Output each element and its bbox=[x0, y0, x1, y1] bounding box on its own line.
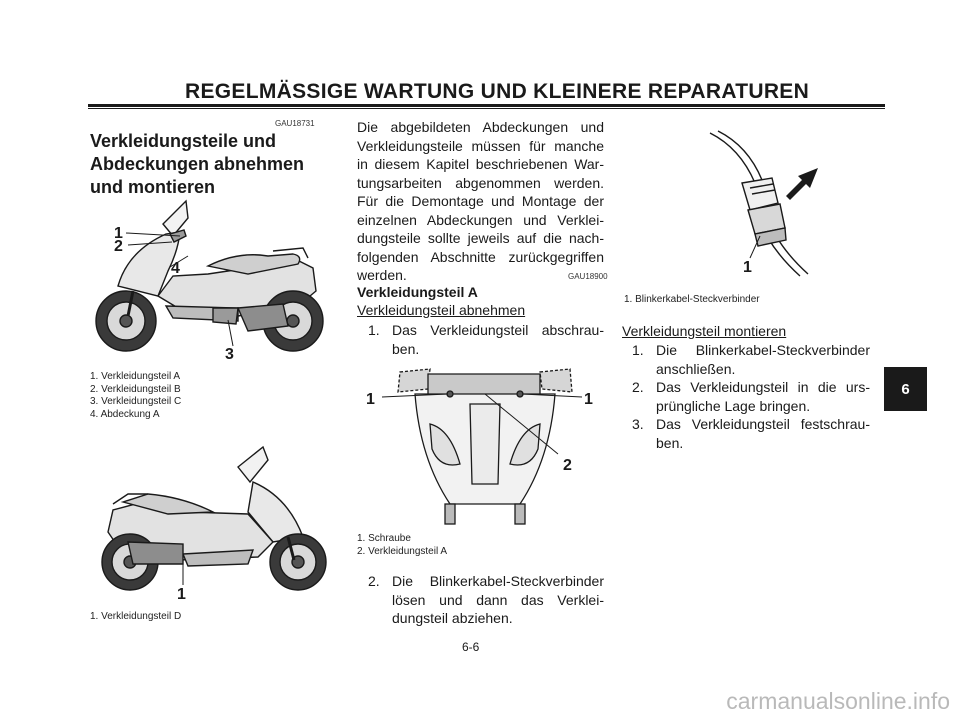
step-text: Das Verkleidungsteil in die urs-prünglic… bbox=[656, 379, 870, 414]
header-rule-thin bbox=[88, 108, 885, 109]
intro-paragraph: Die abgebildeten Abdeckungen und Verklei… bbox=[357, 119, 604, 283]
figure1-caption: 1. Verkleidungsteil A 2. Verkleidungstei… bbox=[90, 371, 181, 421]
remove-steps-1: 1. Das Verkleidungsteil abschrau-ben. bbox=[368, 321, 604, 358]
figure1-label: 1 bbox=[114, 225, 123, 242]
figure1-label: 3 bbox=[225, 346, 234, 363]
step-text: Die Blinkerkabel-Steckverbinder anschlie… bbox=[656, 342, 870, 377]
install-steps: 1. Die Blinkerkabel-Steckverbinder ansch… bbox=[632, 341, 870, 452]
front-fairing-figure: 1 1 2 bbox=[366, 368, 593, 525]
section-title-line: Abdeckungen abnehmen bbox=[90, 154, 305, 174]
caption-line: 2. Verkleidungsteil B bbox=[90, 383, 181, 395]
caption-line: 1. Schraube bbox=[357, 533, 411, 544]
section-title-line: und montieren bbox=[90, 177, 215, 197]
reference-code: GAU18900 bbox=[568, 272, 608, 281]
step-text: Die Blinkerkabel-Steckverbinder lösen un… bbox=[392, 573, 604, 626]
figure1-label: 4 bbox=[171, 260, 180, 277]
figure2-label: 1 bbox=[177, 586, 186, 603]
figure1-label: 2 bbox=[114, 238, 123, 255]
figure3-label: 1 bbox=[584, 391, 593, 408]
figure3-label: 2 bbox=[563, 457, 572, 474]
step-number: 2. bbox=[632, 379, 644, 395]
step-text: Das Verkleidungsteil festschrau-ben. bbox=[656, 416, 870, 451]
caption-line: 1. Verkleidungsteil D bbox=[90, 611, 182, 622]
caption-line: 3. Verkleidungsteil C bbox=[90, 396, 182, 407]
figure3-label: 1 bbox=[366, 391, 375, 408]
step-text: Das Verkleidungsteil abschrau-ben. bbox=[392, 322, 604, 357]
remove-steps-2: 2. Die Blinkerkabel-Steckverbinder lösen… bbox=[368, 572, 604, 628]
step-number: 1. bbox=[632, 342, 644, 358]
reference-code: GAU18731 bbox=[275, 119, 315, 128]
step-number: 2. bbox=[368, 573, 380, 589]
subsection-heading: Verkleidungsteil A bbox=[357, 284, 478, 300]
list-item: 2. Die Blinkerkabel-Steckverbinder lösen… bbox=[368, 572, 604, 628]
caption-line: 1. Blinkerkabel-Steckverbinder bbox=[624, 294, 760, 305]
scooter-figure-right-side: 1 2 3 4 bbox=[95, 199, 324, 363]
install-heading: Verkleidungsteil montieren bbox=[622, 323, 787, 339]
step-number: 1. bbox=[368, 322, 380, 338]
chapter-tab: 6 bbox=[884, 367, 927, 411]
caption-line: 4. Abdeckung A bbox=[90, 408, 160, 420]
section-title: Verkleidungsteile und Abdeckungen abnehm… bbox=[90, 130, 315, 199]
step-number: 3. bbox=[632, 416, 644, 432]
page-header-title: REGELMÄSSIGE WARTUNG UND KLEINERE REPARA… bbox=[185, 80, 810, 103]
list-item: 2. Das Verkleidungsteil in die urs-prüng… bbox=[632, 378, 870, 415]
page-number: 6-6 bbox=[462, 640, 480, 654]
figure3-caption: 1. Schraube 2. Verkleidungsteil A bbox=[357, 533, 447, 558]
caption-line: 2. Verkleidungsteil A bbox=[357, 545, 448, 557]
figure4-caption: 1. Blinkerkabel-Steckverbinder bbox=[624, 294, 760, 307]
caption-line: 1. Verkleidungsteil A bbox=[90, 371, 181, 382]
scooter-figure-left-side: 1 bbox=[101, 445, 327, 603]
figure4-label: 1 bbox=[743, 259, 752, 276]
section-title-line: Verkleidungsteile und bbox=[90, 131, 277, 151]
list-item: 3. Das Verkleidungsteil festschrau-ben. bbox=[632, 415, 870, 452]
list-item: 1. Die Blinkerkabel-Steckverbinder ansch… bbox=[632, 341, 870, 378]
connector-figure: 1 bbox=[709, 130, 818, 277]
remove-heading: Verkleidungsteil abnehmen bbox=[357, 302, 526, 318]
list-item: 1. Das Verkleidungsteil abschrau-ben. bbox=[368, 321, 604, 358]
watermark: carmanualsonline.info bbox=[726, 688, 950, 714]
figure2-caption: 1. Verkleidungsteil D bbox=[90, 611, 181, 624]
header-rule bbox=[88, 104, 885, 107]
